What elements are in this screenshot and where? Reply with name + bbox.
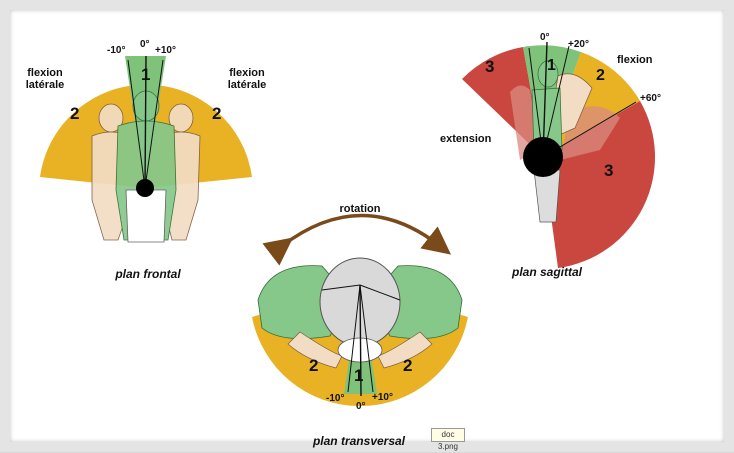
- sagittal-zone3-bottom-number: 3: [604, 161, 613, 180]
- sagittal-zone1-number: 1: [547, 57, 556, 74]
- transversal-angle-zero: 0°: [356, 401, 366, 412]
- transversal-zone2-right-number: 2: [403, 356, 412, 375]
- frontal-zone2-left-number: 2: [70, 104, 79, 123]
- sagittal-angle-20: +20°: [568, 39, 589, 50]
- frontal-zone2-right-number: 2: [212, 104, 221, 123]
- sagittal-angle-zero: 0°: [540, 32, 550, 43]
- transversal-caption: plan transversal: [312, 434, 406, 448]
- sagittal-zone2-number: 2: [596, 67, 605, 84]
- rotation-arrow-icon: [282, 216, 440, 247]
- file-name-tag: doc 3.png: [431, 428, 465, 442]
- transversal-angle-right: +10°: [372, 392, 393, 403]
- sagittal-angle-60: +60°: [640, 93, 661, 104]
- rotation-label: rotation: [340, 203, 381, 215]
- transversal-angle-left: -10°: [326, 393, 344, 404]
- sagittal-extension-label: extension: [440, 133, 492, 145]
- frontal-angle-right: +10°: [155, 45, 176, 56]
- sagittal-flexion-label: flexion: [617, 54, 653, 66]
- frontal-pivot-dot-icon: [136, 179, 154, 197]
- frontal-angle-zero: 0°: [140, 39, 150, 50]
- frontal-zone1-number: 1: [141, 65, 150, 84]
- frontal-angle-left: -10°: [107, 45, 125, 56]
- transversal-zone2-left-number: 2: [309, 356, 318, 375]
- frontal-caption: plan frontal: [114, 267, 181, 281]
- sagittal-pivot-dot-icon: [523, 137, 563, 177]
- sagittal-caption: plan sagittal: [511, 265, 583, 279]
- transversal-zone1-number: 1: [354, 366, 363, 385]
- sagittal-zone3-top-number: 3: [485, 57, 494, 76]
